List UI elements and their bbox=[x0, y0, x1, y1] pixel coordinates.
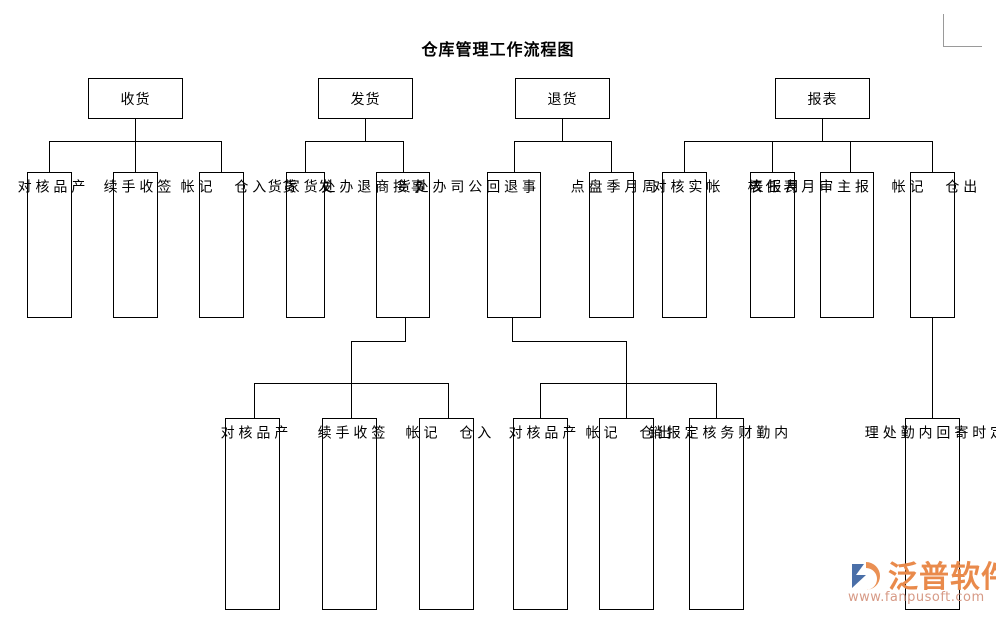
node-dingshi-jihui-neiqin-label: 定 时 寄 回 内 勤 处 理 bbox=[862, 425, 996, 440]
node-chucang-jizhang-2[interactable]: 出 仓 记 帐 bbox=[584, 418, 671, 610]
node-fahuo-label: 发货 bbox=[350, 91, 381, 108]
page-corner-marker bbox=[943, 14, 982, 47]
node-fahuo-action[interactable]: 发 货 bbox=[281, 172, 332, 318]
connector-group-b-bus bbox=[540, 383, 716, 384]
node-zhou-yue-ji-pandian[interactable]: 周 月 季 盘 点 bbox=[569, 172, 656, 318]
connector-fahuo-bus bbox=[305, 141, 403, 142]
node-neiqin-caiwu-baoxiao-label: 内 勤 财 务 核 定 报 销 bbox=[646, 425, 789, 440]
node-chanpin-hedui-1-label: 产 品 核 对 bbox=[15, 179, 86, 194]
node-jie-shangjia-tuihuo[interactable]: 事 接 商 退 办 处 货 家 货 bbox=[266, 172, 430, 318]
node-qianshou-shouxu-1[interactable]: 签 收 手 续 bbox=[102, 172, 171, 318]
node-rucang-jizhang-2-label: 入 仓 记 帐 bbox=[403, 425, 492, 440]
node-chanpin-hedui-2-label: 产 品 核 对 bbox=[218, 425, 289, 440]
node-rucang-jizhang-1-label: 入 仓 记 帐 bbox=[178, 179, 267, 194]
node-dingshi-jihui-neiqin[interactable]: 定 时 寄 回 内 勤 处 理 bbox=[863, 418, 996, 610]
node-fahuo-action-label: 发 货 bbox=[280, 179, 333, 194]
connector-group-b-drop-2 bbox=[626, 383, 627, 418]
node-tuihuo-label: 退货 bbox=[547, 91, 578, 108]
connector-group-b-drop-1 bbox=[540, 383, 541, 418]
connector-group-b-across bbox=[512, 341, 626, 342]
node-tuihui-gongsi-col-left: 办 处 货 bbox=[394, 179, 447, 194]
connector-group-b-down1 bbox=[512, 318, 513, 341]
connector-baobiao-bus bbox=[684, 141, 932, 142]
node-jie-shangjia-tuihuo-col-left: 办 处 货 家 货 bbox=[265, 179, 354, 194]
node-chanpin-hedui-3-label: 产 品 核 对 bbox=[506, 425, 577, 440]
node-zhangshi-hedui[interactable]: 帐 实 核 对 bbox=[651, 172, 720, 318]
connector-fahuo-stem bbox=[365, 119, 366, 141]
node-yue-baobiao-label: 月 报 表 bbox=[747, 179, 800, 194]
node-chucang-jizhang-2-label: 出 仓 记 帐 bbox=[583, 425, 672, 440]
connector-baobiao-drop-3 bbox=[850, 141, 851, 172]
connector-chucang-to-dingshi bbox=[932, 318, 933, 418]
node-fahuo[interactable]: 发货 bbox=[318, 78, 413, 119]
node-tuihui-gongsi-col-right: 事 退 回 公 司 bbox=[448, 179, 536, 194]
node-yue-baobiao[interactable]: 月 报 表 bbox=[748, 172, 799, 318]
node-jie-shangjia-tuihuo-col-right: 事 接 商 退 bbox=[355, 179, 425, 194]
node-zhuren-shenhe-col-right: 报 主 审 bbox=[817, 179, 869, 194]
connector-baobiao-drop-2 bbox=[772, 141, 773, 172]
node-zhuren-shenhe-col-left: 月 表 任 核 bbox=[745, 179, 816, 194]
node-chanpin-hedui-2[interactable]: 产 品 核 对 bbox=[219, 418, 288, 610]
connector-group-a-drop-2 bbox=[351, 383, 352, 418]
node-qianshou-shouxu-2-label: 签 收 手 续 bbox=[315, 425, 386, 440]
connector-shouhuo-drop-2 bbox=[135, 141, 136, 172]
node-rucang-jizhang-2[interactable]: 入 仓 记 帐 bbox=[404, 418, 491, 610]
connector-tuihuo-bus bbox=[514, 141, 611, 142]
node-qianshou-shouxu-1-label: 签 收 手 续 bbox=[101, 179, 172, 194]
node-tuihuo[interactable]: 退货 bbox=[515, 78, 610, 119]
connector-fahuo-drop-2 bbox=[403, 141, 404, 172]
node-zhangshi-hedui-label: 帐 实 核 对 bbox=[650, 179, 721, 194]
page-title: 仓库管理工作流程图 bbox=[421, 40, 575, 59]
fanpusoft-logo-icon bbox=[852, 562, 880, 590]
node-neiqin-caiwu-baoxiao[interactable]: 内 勤 财 务 核 定 报 销 bbox=[647, 418, 788, 610]
node-baobiao-label: 报表 bbox=[807, 91, 838, 108]
connector-tuihuo-drop-2 bbox=[611, 141, 612, 172]
node-tuihui-gongsi[interactable]: 事 退 回 公 司 办 处 货 bbox=[395, 172, 541, 318]
node-zhou-yue-ji-pandian-label: 周 月 季 盘 点 bbox=[568, 179, 657, 194]
connector-group-a-drop-3 bbox=[448, 383, 449, 418]
connector-shouhuo-drop-1 bbox=[49, 141, 50, 172]
node-shouhuo-label: 收货 bbox=[120, 91, 151, 108]
connector-shouhuo-drop-3 bbox=[221, 141, 222, 172]
node-chanpin-hedui-3[interactable]: 产 品 核 对 bbox=[507, 418, 576, 610]
connector-baobiao-drop-1 bbox=[684, 141, 685, 172]
connector-group-a-down2 bbox=[351, 341, 352, 383]
connector-baobiao-stem bbox=[822, 119, 823, 141]
connector-tuihuo-drop-1 bbox=[514, 141, 515, 172]
connector-baobiao-drop-4 bbox=[932, 141, 933, 172]
connector-group-b-down2 bbox=[626, 341, 627, 383]
connector-tuihuo-stem bbox=[562, 119, 563, 141]
connector-group-a-across bbox=[351, 341, 406, 342]
connector-group-b-drop-3 bbox=[716, 383, 717, 418]
node-zhuren-shenhe[interactable]: 报 主 审 月 表 任 核 bbox=[746, 172, 874, 318]
node-chucang-jizhang-1[interactable]: 出 仓 记 帐 bbox=[890, 172, 977, 318]
node-baobiao[interactable]: 报表 bbox=[775, 78, 870, 119]
connector-group-a-drop-1 bbox=[254, 383, 255, 418]
node-shouhuo[interactable]: 收货 bbox=[88, 78, 183, 119]
connector-shouhuo-stem bbox=[135, 119, 136, 141]
connector-group-a-down1 bbox=[405, 318, 406, 341]
node-chucang-jizhang-1-label: 出 仓 记 帐 bbox=[889, 179, 978, 194]
connector-fahuo-drop-1 bbox=[305, 141, 306, 172]
node-rucang-jizhang-1[interactable]: 入 仓 记 帐 bbox=[179, 172, 266, 318]
node-qianshou-shouxu-2[interactable]: 签 收 手 续 bbox=[316, 418, 385, 610]
node-chanpin-hedui-1[interactable]: 产 品 核 对 bbox=[16, 172, 85, 318]
